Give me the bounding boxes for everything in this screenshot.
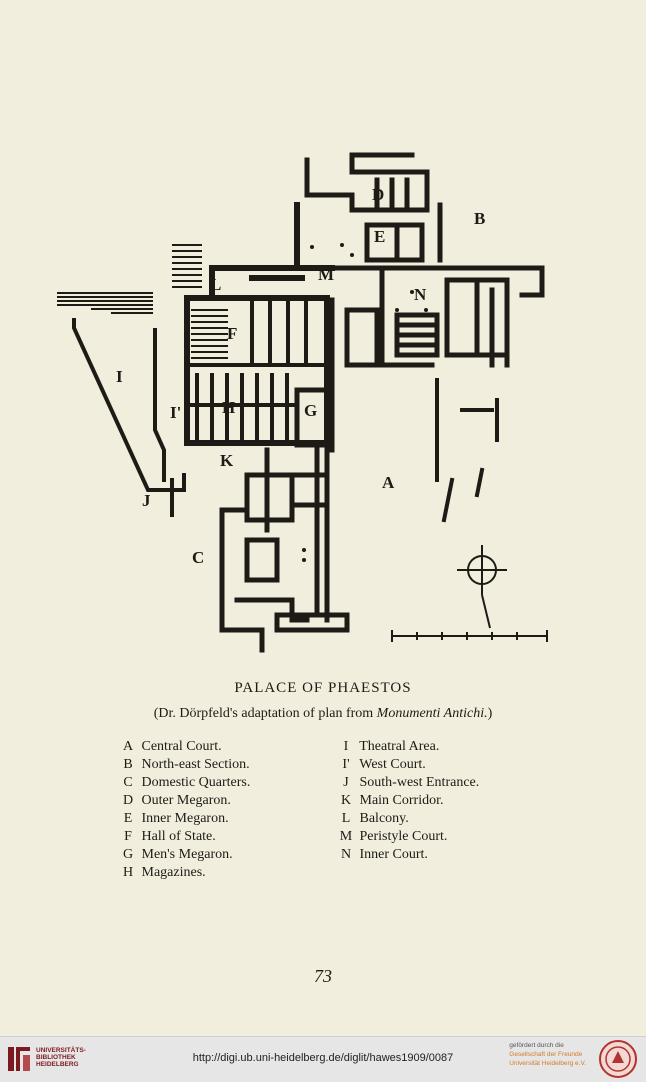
sponsor-org-line-1: Gesellschaft der Freunde — [509, 1051, 583, 1058]
legend-item: N Inner Court. — [336, 846, 479, 864]
floor-plan-drawing: A B C D E F G H I I' J K L M N — [57, 152, 548, 653]
plan-label-h: H — [222, 398, 235, 417]
legend-right-column: I Theatral Area. I' West Court. J South-… — [336, 738, 479, 864]
legend-key: G — [122, 847, 134, 862]
legend-text: South-west Entrance. — [359, 775, 480, 790]
source-url-link[interactable]: http://digi.ub.uni-heidelberg.de/diglit/… — [192, 1052, 454, 1064]
domestic-quarters-walls — [219, 447, 350, 653]
university-library-logo[interactable] — [6, 1043, 32, 1075]
legend-item: J South-west Entrance. — [336, 774, 479, 792]
north-staircase — [172, 244, 202, 288]
figure-subtitle: (Dr. Dörpfeld's adaptation of plan from … — [0, 706, 646, 722]
legend-key: K — [340, 793, 352, 808]
legend-item: G Men's Megaron. — [118, 846, 250, 864]
library-line-3: HEIDELBERG — [36, 1061, 79, 1068]
legend-text: Central Court. — [141, 739, 222, 754]
plan-label-i: I — [116, 367, 123, 386]
subtitle-suffix: ) — [487, 706, 493, 721]
legend-item: E Inner Megaron. — [118, 810, 250, 828]
library-name: UNIVERSITÄTS- BIBLIOTHEK HEIDELBERG — [36, 1047, 86, 1068]
legend-key: F — [124, 829, 132, 844]
legend-key: I — [343, 739, 349, 754]
hall-partitions — [185, 298, 329, 367]
legend-text: West Court. — [359, 757, 426, 772]
north-megaron-walls — [304, 152, 443, 263]
legend-key: A — [122, 739, 134, 754]
column-bases — [302, 243, 428, 562]
legend-key: D — [122, 793, 134, 808]
legend-text: Balcony. — [359, 811, 409, 826]
north-east-walls — [209, 265, 545, 368]
sponsor-org-line-2: Universität Heidelberg e.V. — [509, 1060, 586, 1067]
library-line-1: UNIVERSITÄTS- — [36, 1047, 86, 1054]
plan-label-d: D — [372, 185, 384, 204]
plan-label-k: K — [220, 451, 234, 470]
legend-text: Domestic Quarters. — [141, 775, 251, 790]
plan-label-e: E — [374, 227, 385, 246]
legend-left-column: A Central Court. B North-east Section. C… — [118, 738, 250, 882]
plan-label-a: A — [382, 473, 395, 492]
legend-item: I Theatral Area. — [336, 738, 479, 756]
plan-label-n: N — [414, 285, 427, 304]
legend-key: C — [123, 775, 133, 790]
plan-label-j: J — [142, 491, 151, 510]
legend-item: M Peristyle Court. — [336, 828, 479, 846]
legend-key: H — [122, 865, 134, 880]
plan-label-b: B — [474, 209, 485, 228]
plan-label-l: L — [210, 275, 221, 294]
book-page: A B C D E F G H I I' J K L M N PALACE OF… — [0, 0, 646, 1036]
plan-label-i-prime: I' — [170, 403, 181, 422]
plan-label-g: G — [304, 401, 317, 420]
palace-floor-plan: A B C D E F G H I I' J K L M N — [52, 150, 552, 660]
legend-text: Theatral Area. — [359, 739, 440, 754]
west-court-walls — [72, 318, 186, 517]
legend-key: M — [339, 829, 353, 844]
legend-text: Magazines. — [141, 865, 206, 880]
legend-item: L Balcony. — [336, 810, 479, 828]
legend-text: Inner Court. — [359, 847, 428, 862]
legend-text: Main Corridor. — [359, 793, 444, 808]
legend-text: Peristyle Court. — [359, 829, 448, 844]
legend-item: A Central Court. — [118, 738, 250, 756]
legend-key: B — [123, 757, 133, 772]
plan-label-f: F — [227, 324, 237, 343]
compass-rose — [457, 545, 507, 629]
plan-label-c: C — [192, 548, 204, 567]
subtitle-prefix: (Dr. Dörpfeld's adaptation of plan from — [153, 706, 377, 721]
magazines-walls — [190, 373, 299, 442]
legend-key: L — [341, 811, 351, 826]
legend-key: I' — [342, 757, 350, 772]
subtitle-source-title: Monumenti Antichi. — [376, 706, 488, 721]
scale-bar — [391, 630, 548, 642]
legend-text: North-east Section. — [141, 757, 250, 772]
legend-item: H Magazines. — [118, 864, 250, 882]
figure-title: PALACE OF PHAESTOS — [234, 680, 412, 696]
legend-item: D Outer Megaron. — [118, 792, 250, 810]
legend-item: C Domestic Quarters. — [118, 774, 250, 792]
legend-key: J — [343, 775, 349, 790]
sponsor-label: gefördert durch die — [509, 1042, 564, 1049]
digitization-footer: UNIVERSITÄTS- BIBLIOTHEK HEIDELBERG http… — [0, 1036, 646, 1082]
legend-text: Hall of State. — [141, 829, 216, 844]
university-seal-icon[interactable] — [598, 1039, 638, 1079]
page-number: 73 — [314, 966, 332, 986]
legend-text: Outer Megaron. — [141, 793, 231, 808]
mens-megaron-walls — [294, 297, 335, 453]
legend-key: N — [340, 847, 352, 862]
theatral-steps — [57, 292, 153, 314]
hall-of-state-hatch — [191, 309, 228, 359]
central-court-edges — [435, 378, 499, 523]
plan-label-m: M — [318, 265, 334, 284]
sponsor-note: gefördert durch die Gesellschaft der Fre… — [509, 1041, 586, 1068]
legend-item: I' West Court. — [336, 756, 479, 774]
legend-item: F Hall of State. — [118, 828, 250, 846]
legend-item: B North-east Section. — [118, 756, 250, 774]
legend-text: Inner Megaron. — [141, 811, 229, 826]
library-line-2: BIBLIOTHEK — [36, 1054, 76, 1061]
legend-item: K Main Corridor. — [336, 792, 479, 810]
legend-text: Men's Megaron. — [141, 847, 233, 862]
legend-key: E — [123, 811, 133, 826]
